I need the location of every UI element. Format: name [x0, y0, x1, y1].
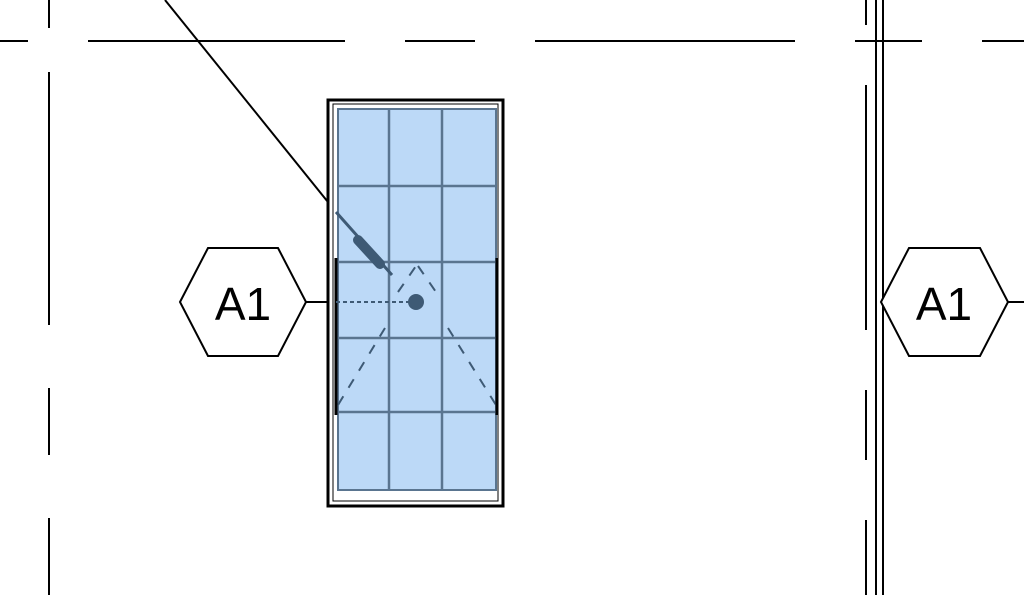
tag-a1-right[interactable]: A1	[879, 247, 1024, 357]
swing-indicator-lines	[337, 265, 497, 406]
tag-label-left: A1	[215, 278, 271, 330]
tag-a1-left[interactable]: A1	[178, 247, 328, 357]
insertion-point-icon[interactable]	[336, 294, 424, 310]
leader-line	[164, 0, 337, 213]
right-wall[interactable]	[875, 0, 884, 595]
vertical-mullions	[387, 109, 444, 490]
move-handle-icon[interactable]	[334, 211, 394, 276]
horizontal-mullions	[338, 184, 496, 414]
tag-label-right: A1	[916, 278, 972, 330]
